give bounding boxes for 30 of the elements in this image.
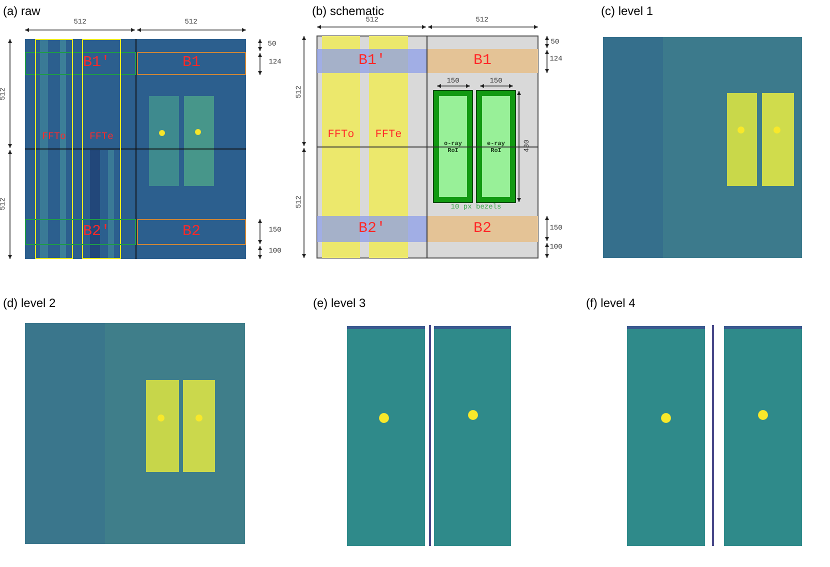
node-label: B2 — [473, 218, 492, 239]
region-frame — [137, 219, 246, 245]
node-label: FFTo — [42, 130, 66, 144]
node-label: B1' — [358, 50, 386, 71]
node-label: B2' — [358, 218, 386, 239]
node-label: B2 — [182, 222, 200, 242]
node-label: B1' — [82, 53, 110, 74]
node-label: B1 — [182, 53, 200, 74]
column-frame — [82, 39, 121, 259]
region-band — [427, 49, 538, 73]
region-frame — [137, 52, 246, 75]
region-band — [317, 216, 427, 242]
region-frame — [25, 52, 136, 75]
node-label: FFTe — [375, 128, 402, 143]
node-label: FFTe — [89, 130, 114, 144]
region-band — [317, 49, 427, 73]
panel-title: (b) schematic — [312, 5, 384, 17]
panel-title: (f) level 4 — [586, 297, 636, 309]
roi-box — [477, 91, 515, 202]
region-frame — [25, 219, 136, 245]
node-label: FFTo — [328, 128, 354, 143]
panel-title: (d) level 2 — [3, 297, 56, 309]
panel-title: (a) raw — [3, 5, 40, 17]
panel-title: (c) level 1 — [601, 5, 654, 17]
region-band — [427, 216, 538, 242]
roi-box — [434, 91, 472, 202]
panel-title: (e) level 3 — [313, 297, 366, 309]
column-frame — [35, 39, 73, 259]
node-label: B2' — [82, 222, 110, 242]
node-label: B1 — [473, 50, 492, 71]
